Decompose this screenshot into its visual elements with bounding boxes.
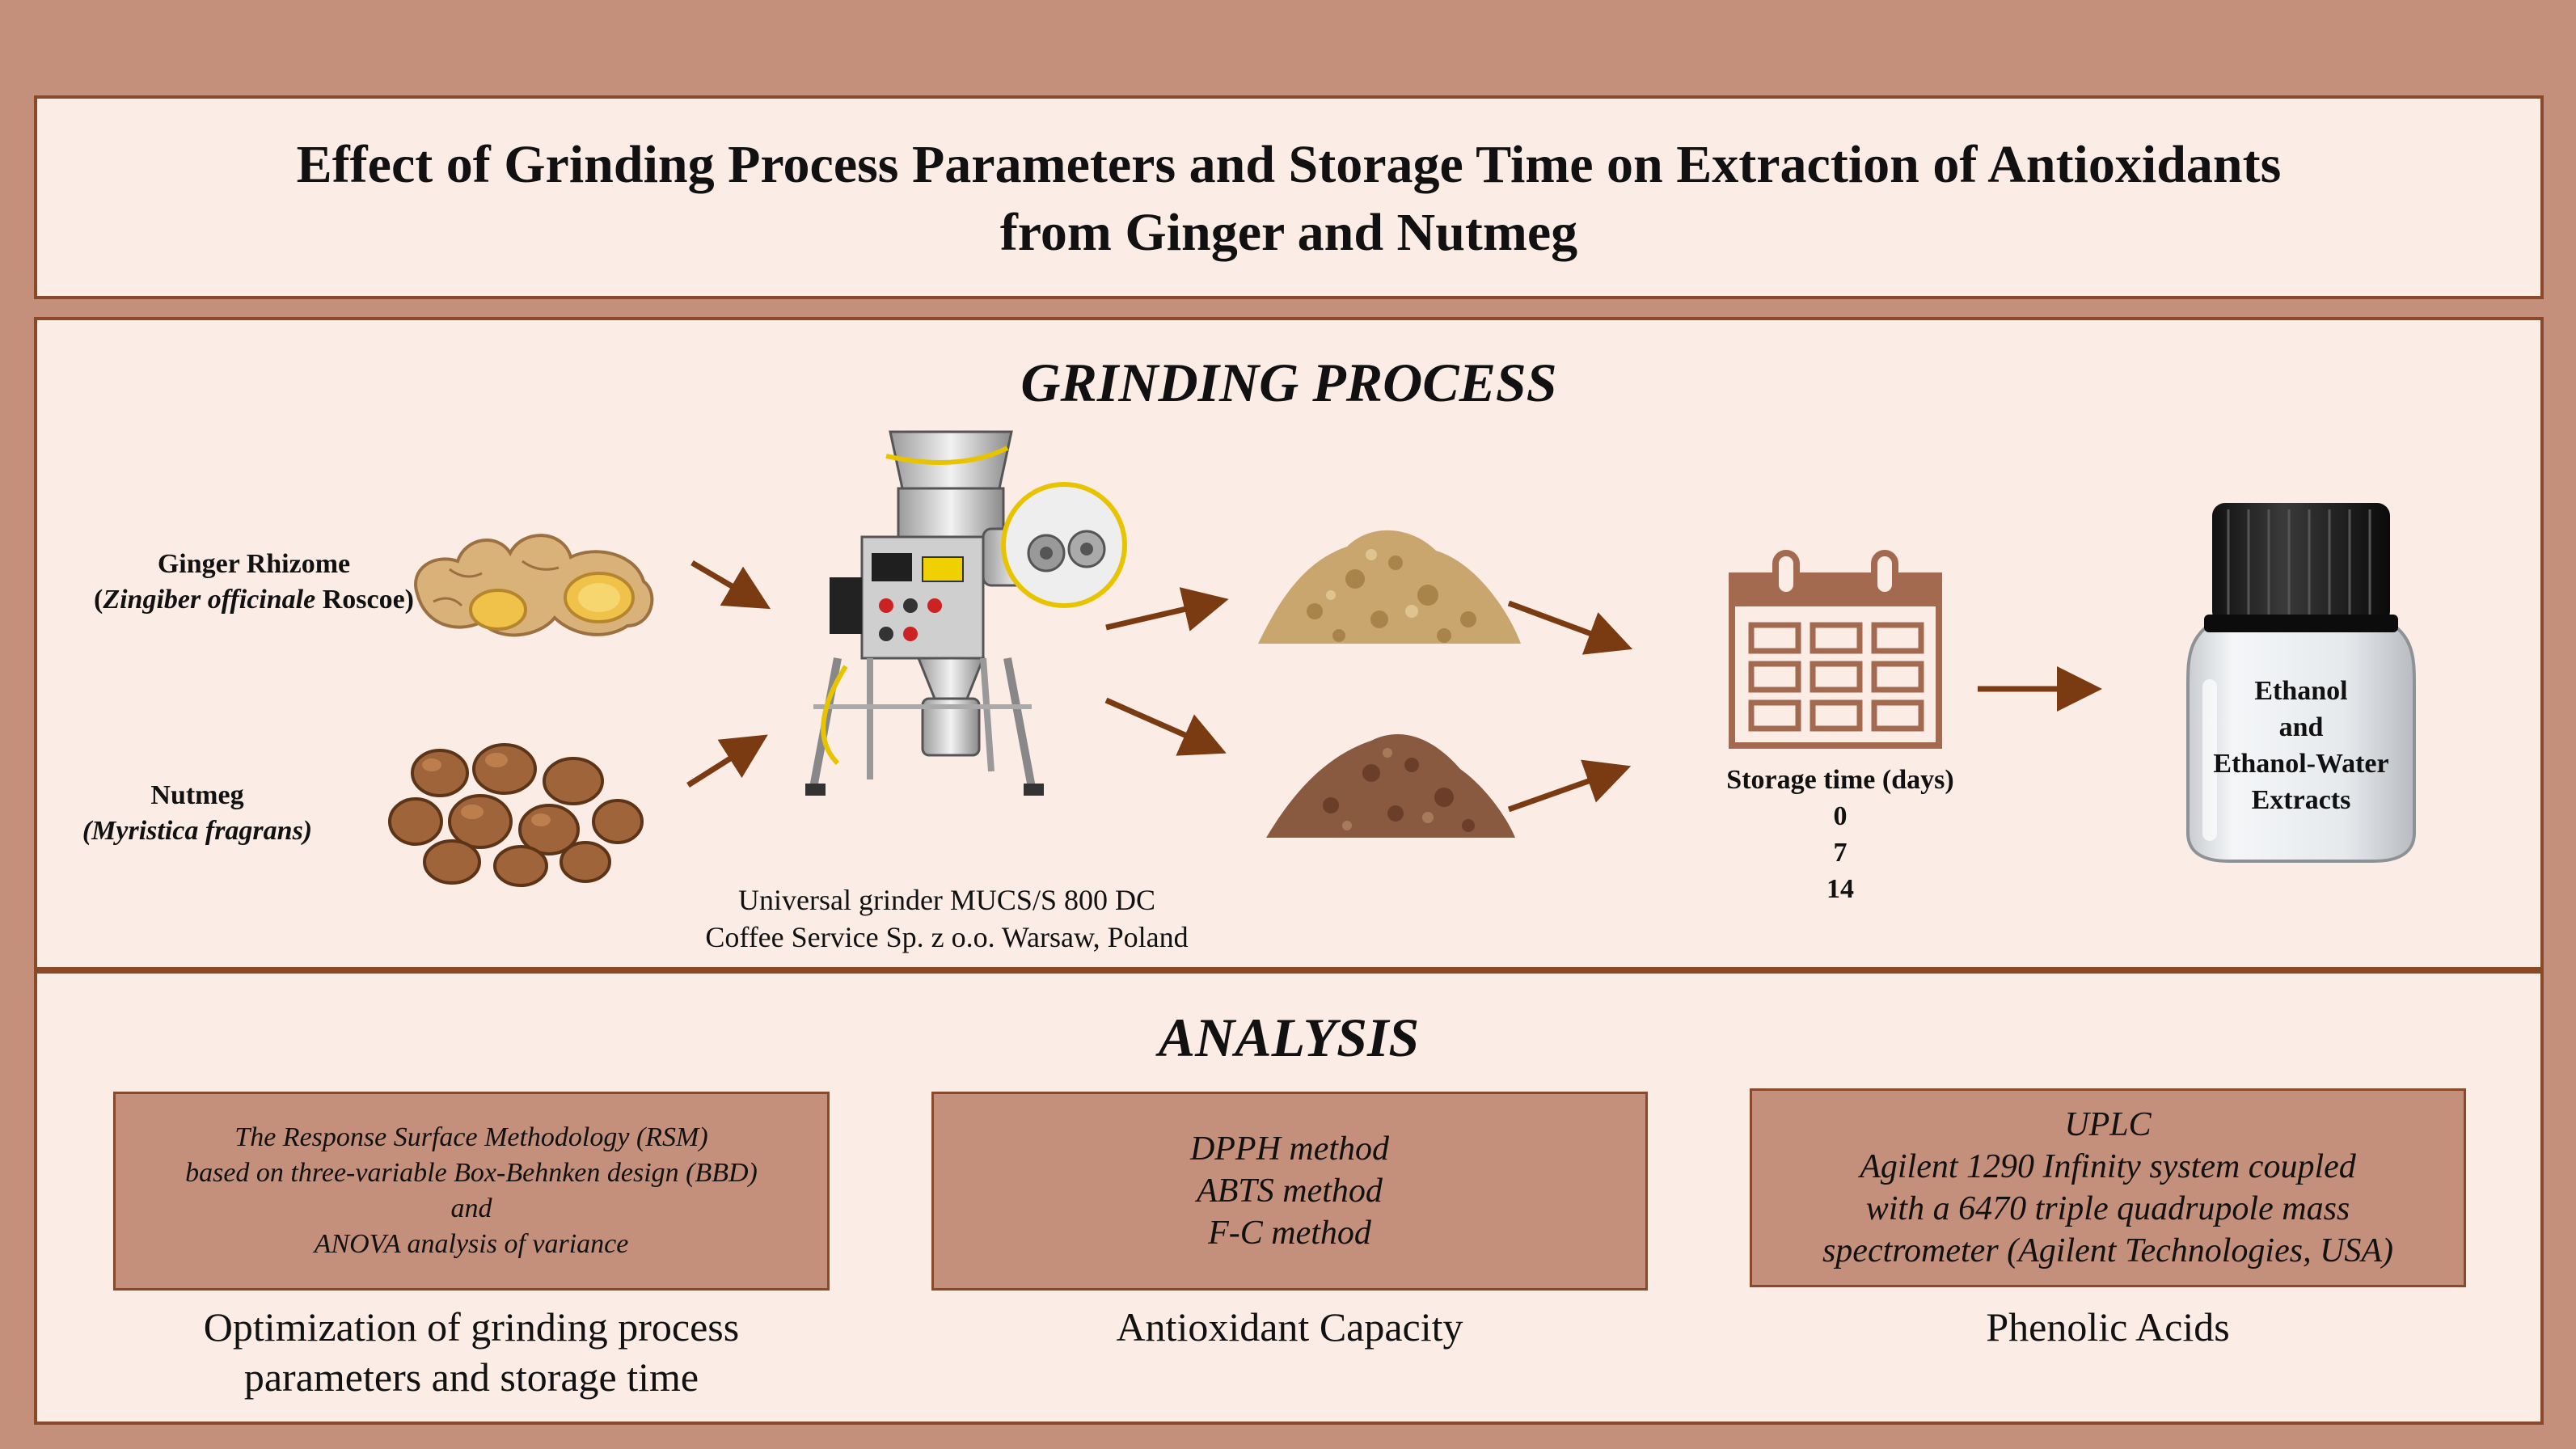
extract-line-1: Ethanol	[2254, 676, 2348, 706]
title-line-2: from Ginger and Nutmeg	[999, 203, 1578, 262]
universal-grinder-image	[805, 430, 1127, 796]
grinder-output-arrows	[1104, 587, 1229, 756]
extract-line-3: Ethanol-Water	[2213, 749, 2389, 779]
rsm-line-3: and	[450, 1193, 492, 1223]
grinder-manufacturer: Coffee Service Sp. z o.o. Warsaw, Poland	[705, 921, 1189, 953]
ginger-label: Ginger Rhizome (Zingiber officinale Rosc…	[44, 547, 464, 618]
arrow-nutmeg-powder-to-storage	[1507, 759, 1632, 813]
phenolic-line-3: with a 6470 triple quadrupole mass	[1865, 1190, 2350, 1227]
phenolic-line-4: spectrometer (Agilent Technologies, USA)	[1822, 1232, 2394, 1269]
analysis-heading: ANALYSIS	[1158, 1007, 1420, 1068]
phenolic-outcome: Phenolic Acids	[1986, 1304, 2230, 1350]
input-arrows	[686, 560, 771, 788]
nutmeg-label: Nutmeg (Myristica fragrans)	[44, 778, 351, 849]
arrow-ginger-to-grinder	[690, 560, 771, 610]
title-line-1: Effect of Grinding Process Parameters an…	[296, 135, 2282, 194]
extract-vial-image	[2186, 503, 2416, 863]
storage-day-14: 14	[1826, 874, 1854, 904]
grinder-caption: Universal grinder MUCS/S 800 DC Coffee S…	[555, 881, 1339, 956]
arrow-ginger-powder-to-storage	[1507, 600, 1633, 655]
arrow-grinder-to-ginger-powder	[1105, 587, 1229, 632]
nutmeg-seeds-image	[388, 743, 644, 887]
extract-label: Ethanol and Ethanol-Water Extracts	[2188, 673, 2414, 818]
nutmeg-powder-image	[1266, 734, 1515, 838]
ginger-powder-image	[1258, 530, 1521, 644]
antioxidant-method-box: DPPH method ABTS method F-C method	[931, 1092, 1648, 1291]
abts-method: ABTS method	[1197, 1172, 1383, 1210]
powder-to-storage-arrows	[1507, 600, 1633, 813]
storage-day-0: 0	[1833, 801, 1848, 831]
storage-day-7: 7	[1833, 838, 1848, 868]
ginger-name: Ginger Rhizome	[157, 549, 351, 579]
arrow-nutmeg-to-grinder	[686, 734, 768, 788]
ginger-latin: Zingiber officinale	[103, 585, 316, 615]
extract-line-2: and	[2278, 712, 2324, 742]
nutmeg-latin: (Myristica fragrans)	[82, 816, 313, 846]
analysis-panel: ANALYSIS The Response Surface Methodolog…	[34, 970, 2544, 1425]
rsm-method-box: The Response Surface Methodology (RSM) b…	[113, 1092, 830, 1291]
arrow-grinder-to-nutmeg-powder	[1104, 697, 1227, 756]
rsm-outcome-line-2: parameters and storage time	[243, 1354, 699, 1400]
antioxidant-outcome: Antioxidant Capacity	[1116, 1304, 1463, 1350]
calendar-icon	[1729, 550, 1942, 749]
dpph-method: DPPH method	[1189, 1130, 1390, 1168]
rsm-outcome-line-1: Optimization of grinding process	[203, 1304, 740, 1350]
rsm-outcome: Optimization of grinding process paramet…	[113, 1302, 830, 1402]
grinding-heading: GRINDING PROCESS	[1020, 352, 1557, 413]
storage-time-label: Storage time (days) 0 7 14	[1679, 762, 2002, 907]
uplc-line: UPLC	[2064, 1106, 2152, 1143]
phenolic-method-box: UPLC Agilent 1290 Infinity system couple…	[1750, 1088, 2466, 1287]
storage-time-title: Storage time (days)	[1726, 765, 1954, 795]
rsm-line-2: based on three-variable Box-Behnken desi…	[185, 1158, 758, 1188]
ginger-rhizome-image	[414, 534, 654, 637]
extract-line-4: Extracts	[2251, 785, 2351, 815]
phenolic-line-2: Agilent 1290 Infinity system coupled	[1860, 1148, 2356, 1185]
diagram-title: Effect of Grinding Process Parameters an…	[37, 131, 2540, 267]
rsm-line-1: The Response Surface Methodology (RSM)	[234, 1122, 708, 1152]
grinding-process-panel: GRINDING PROCESS Ginger Rhizome (Zingibe…	[34, 317, 2544, 970]
rsm-line-4: ANOVA analysis of variance	[314, 1229, 629, 1259]
ginger-author: Roscoe	[322, 585, 405, 615]
nutmeg-name: Nutmeg	[150, 780, 244, 810]
storage-to-extract-arrow	[1978, 666, 2102, 712]
fc-method: F-C method	[1208, 1215, 1371, 1252]
grinder-model: Universal grinder MUCS/S 800 DC	[738, 884, 1155, 916]
title-panel: Effect of Grinding Process Parameters an…	[34, 95, 2544, 299]
ginger-latin-line: (Zingiber officinale Roscoe)	[94, 585, 414, 615]
